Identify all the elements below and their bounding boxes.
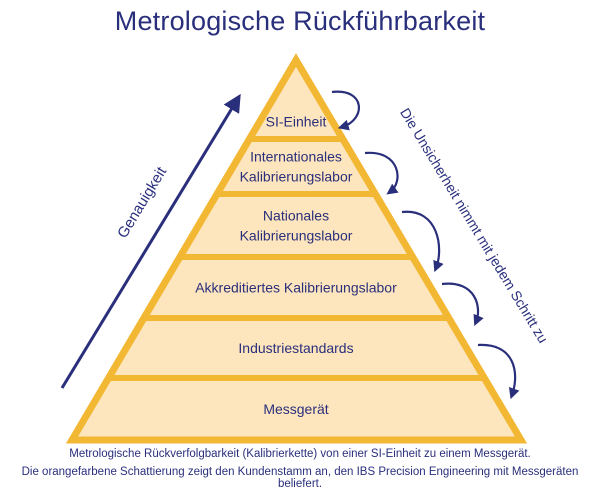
tier-label: Akkreditiertes Kalibrierungslabor (195, 280, 397, 296)
step-arrow-5 (477, 343, 520, 400)
tier-label: Kalibrierungslabor (240, 228, 353, 244)
diagram-title: Metrologische Rückführbarkeit (114, 6, 486, 36)
tier-label: SI-Einheit (266, 114, 327, 130)
caption-line-1: Metrologische Rückverfolgbarkeit (Kalibr… (69, 448, 531, 460)
tier-label: Industriestandards (238, 340, 353, 356)
tier-label: Kalibrierungslabor (240, 169, 353, 185)
accuracy-label: Genauigkeit (114, 163, 171, 241)
step-arrow-2 (364, 151, 399, 195)
step-arrow-3 (401, 210, 444, 273)
pyramid-outline (65, 53, 528, 444)
accuracy-arrow (60, 93, 241, 389)
caption-line-2: Die orangefarbene Schattierung zeigt den… (21, 466, 579, 490)
step-arrow-1 (331, 90, 360, 131)
step-arrow-4 (441, 282, 484, 327)
tier-label: Nationales (263, 208, 329, 224)
tier-label: Internationales (250, 149, 342, 165)
tier-label: Messgerät (263, 401, 328, 417)
